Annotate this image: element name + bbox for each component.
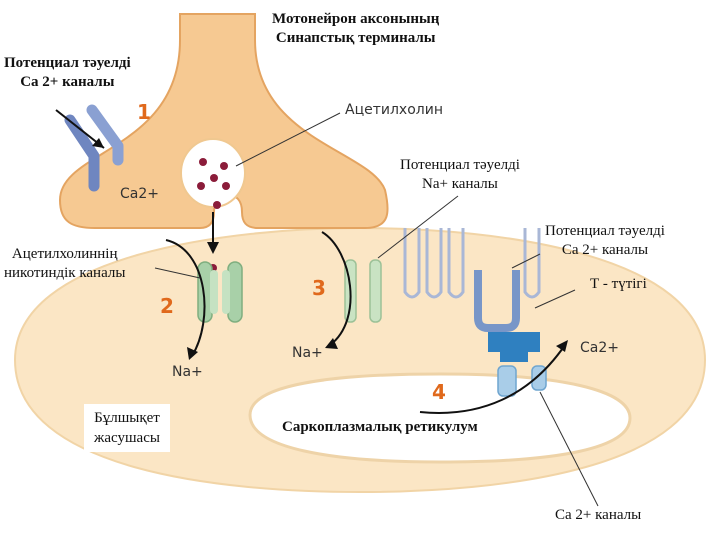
acetylcholine-molecule xyxy=(197,182,205,190)
leader-line xyxy=(511,253,541,269)
acetylcholine-molecule xyxy=(210,174,218,182)
arrowhead xyxy=(325,338,338,349)
synaptic-vesicle xyxy=(180,138,246,208)
arrowhead xyxy=(92,138,104,148)
presynaptic-ca-channel xyxy=(64,114,100,192)
acetylcholine-molecule xyxy=(213,201,221,209)
ca-channel-bottom-label: Са 2+ каналы xyxy=(555,507,642,523)
leader-line xyxy=(154,267,201,279)
step-number-3: 3 xyxy=(312,276,326,300)
arrow-na-nicotinic xyxy=(165,239,206,357)
sarcoplasmic-reticulum-label: Саркоплазмалық ретикулум xyxy=(282,419,478,435)
ion-na-left: Na+ xyxy=(172,364,203,380)
t-tubule xyxy=(474,270,520,332)
leader-line xyxy=(539,391,599,507)
acetylcholine-label: Ацетилхолин xyxy=(345,102,443,118)
leader-line xyxy=(377,195,459,259)
leader-line xyxy=(235,112,341,167)
arrow-na-channel xyxy=(321,231,352,346)
ion-na-mid: Na+ xyxy=(292,345,323,361)
presynaptic-ca-channel xyxy=(86,104,124,166)
arrowhead xyxy=(556,340,568,352)
na-channel-label: Потенциал тәуелді Na+ каналы xyxy=(400,157,520,192)
muscle-cell-label: Бұлшықет жасушасы xyxy=(84,404,170,452)
ion-ca-right: Ca2+ xyxy=(580,340,619,356)
membrane-folds xyxy=(403,228,541,299)
arrowhead xyxy=(187,347,198,360)
t-tubule-label: Т - түтігі xyxy=(590,276,647,292)
step-number-2: 2 xyxy=(160,294,174,318)
axon-terminal-label: Мотонейрон аксонының Синапстық терминалы xyxy=(272,11,440,46)
step-number-4: 4 xyxy=(432,380,446,404)
arrow-ca-sr xyxy=(419,344,566,414)
leader-line xyxy=(534,289,576,309)
sarcoplasmic-reticulum xyxy=(248,372,632,464)
acetylcholine-molecule xyxy=(199,158,207,166)
ion-ca-top: Ca2+ xyxy=(120,186,159,202)
ca-channel-top-label: Потенциал тәуелді Са 2+ каналы xyxy=(4,55,131,90)
nicotinic-ach-channel xyxy=(197,261,243,323)
step-number-1: 1 xyxy=(137,100,151,124)
acetylcholine-molecule xyxy=(220,162,228,170)
arrowhead xyxy=(207,242,219,254)
ca-channel-right-label: Потенциал тәуелді Са 2+ каналы xyxy=(545,223,665,258)
acetylcholine-molecule xyxy=(222,182,230,190)
dhpr-ca-channel xyxy=(488,332,540,362)
nicotinic-channel-label: Ацетилхолиннің никотиндік каналы xyxy=(4,246,126,281)
